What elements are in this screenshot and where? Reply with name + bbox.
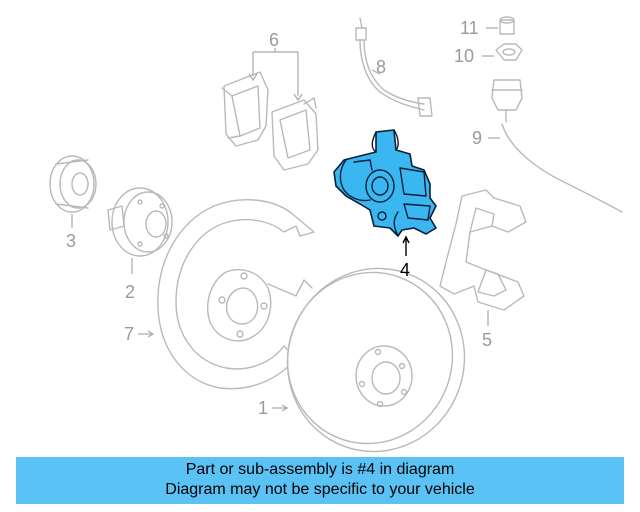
brake-pad-right xyxy=(271,97,319,171)
callout-11: 11 xyxy=(460,18,479,38)
brake-rotor xyxy=(286,267,466,453)
callout-6: 6 xyxy=(269,30,279,50)
wheel-hub xyxy=(107,187,173,257)
bleeder-cap xyxy=(499,16,515,35)
callout-7: 7 xyxy=(124,324,134,344)
callout-9: 9 xyxy=(472,128,482,148)
callout-3: 3 xyxy=(66,231,76,251)
dust-shield xyxy=(157,199,315,390)
brake-pad-left xyxy=(221,71,269,147)
callout-1: 1 xyxy=(258,398,268,418)
info-banner: Part or sub-assembly is #4 in diagram Di… xyxy=(16,457,624,504)
callout-8: 8 xyxy=(376,57,386,77)
brake-hose xyxy=(355,17,433,117)
callout-5: 5 xyxy=(482,330,492,350)
callout-2: 2 xyxy=(125,282,135,302)
parts-diagram: 1 2 3 4 5 6 7 8 9 10 11 xyxy=(49,16,623,453)
caliper-bracket xyxy=(439,189,527,311)
callout-4: 4 xyxy=(400,260,410,280)
wheel-bearing xyxy=(49,155,97,213)
callout-10: 10 xyxy=(454,46,474,66)
bleeder-nut xyxy=(495,43,523,61)
banner-line-part: Part or sub-assembly is #4 in diagram xyxy=(185,461,455,478)
wear-sensor xyxy=(491,79,623,213)
banner-line-disclaimer: Diagram may not be specific to your vehi… xyxy=(165,481,475,498)
brake-caliper-highlighted[interactable] xyxy=(333,129,437,237)
